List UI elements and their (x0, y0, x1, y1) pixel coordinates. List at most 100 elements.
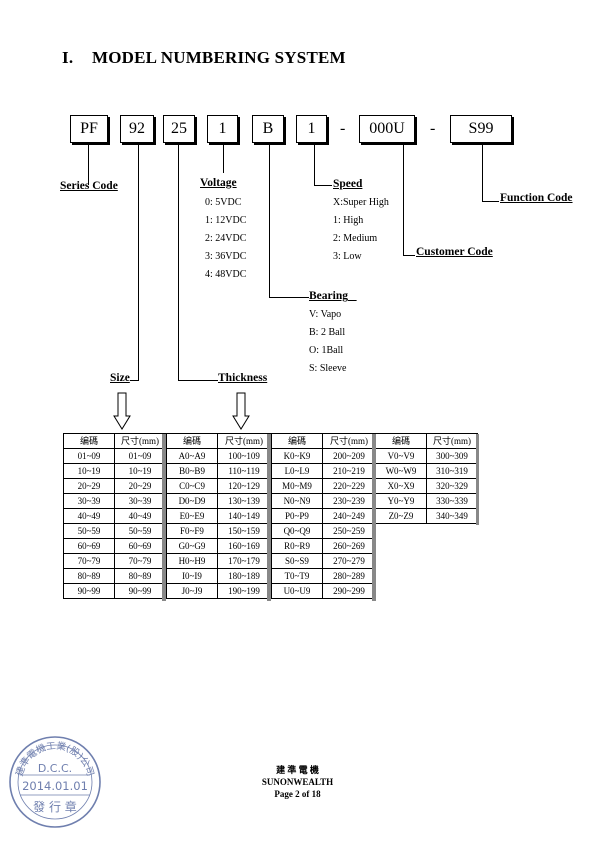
code-cell: M0~M9 (271, 478, 323, 494)
stamp-date: 2014.01.01 (22, 779, 88, 793)
table-3-shadow (372, 434, 376, 601)
voltage-option: 3: 36VDC (205, 251, 247, 262)
code-cell: N0~N9 (271, 493, 323, 509)
section-heading: I.MODEL NUMBERING SYSTEM (62, 48, 346, 68)
table-header-cell: 编碼 (271, 433, 323, 449)
code-cell: C0~C9 (166, 478, 218, 494)
code-cell: 10~19 (63, 463, 115, 479)
bearing-connector-h (269, 297, 309, 298)
model-part-bearing: B (252, 115, 284, 143)
size-cell: 160~169 (217, 538, 271, 554)
thickness-connector-v (178, 145, 179, 380)
size-cell: 240~249 (322, 508, 376, 524)
voltage-label: Voltage (200, 177, 237, 189)
speed-connector-v (314, 145, 315, 185)
footer-page-number: Page 2 of 18 (274, 789, 321, 799)
code-cell: W0~W9 (375, 463, 427, 479)
code-cell: L0~L9 (271, 463, 323, 479)
model-dash-1: - (340, 120, 346, 137)
size-cell: 300~309 (426, 448, 478, 464)
code-cell: 90~99 (63, 583, 115, 599)
table-1-shadow (162, 434, 166, 601)
customer-code-label: Customer Code (416, 246, 493, 258)
thickness-connector-h (178, 380, 218, 381)
size-connector-h (130, 380, 139, 381)
size-cell: 10~19 (114, 463, 166, 479)
size-cell: 80~89 (114, 568, 166, 584)
bearing-options: V: Vapo B: 2 Ball O: 1Ball S: Sleeve (309, 306, 347, 378)
code-cell: D0~D9 (166, 493, 218, 509)
code-cell: A0~A9 (166, 448, 218, 464)
code-cell: V0~V9 (375, 448, 427, 464)
size-cell: 310~319 (426, 463, 478, 479)
code-cell: 80~89 (63, 568, 115, 584)
size-cell: 01~09 (114, 448, 166, 464)
code-cell: 40~49 (63, 508, 115, 524)
model-dash-2: - (430, 120, 436, 137)
size-connector-v (138, 145, 139, 380)
code-cell: G0~G9 (166, 538, 218, 554)
model-part-customer: 000U (359, 115, 415, 143)
size-cell: 270~279 (322, 553, 376, 569)
bearing-option: S: Sleeve (309, 363, 347, 374)
size-cell: 220~229 (322, 478, 376, 494)
size-cell: 60~69 (114, 538, 166, 554)
size-cell: 70~79 (114, 553, 166, 569)
footer-company-en: SUNONWEALTH (261, 777, 334, 787)
table-header-cell: 尺寸(mm) (217, 433, 271, 449)
function-connector-h (482, 201, 499, 202)
section-number: I. (62, 48, 74, 67)
voltage-option: 2: 24VDC (205, 233, 247, 244)
bearing-option: O: 1Ball (309, 345, 344, 356)
code-cell: X0~X9 (375, 478, 427, 494)
size-cell: 120~129 (217, 478, 271, 494)
size-cell: 50~59 (114, 523, 166, 539)
code-cell: P0~P9 (271, 508, 323, 524)
issuance-stamp: 建準電機工業(股)公司 D.C.C. 2014.01.01 發 行 章 (9, 736, 101, 828)
code-cell: U0~U9 (271, 583, 323, 599)
table-header-cell: 编碼 (166, 433, 218, 449)
model-part-size: 92 (120, 115, 154, 143)
table-header-cell: 编碼 (63, 433, 115, 449)
voltage-options: 0: 5VDC 1: 12VDC 2: 24VDC 3: 36VDC 4: 48… (205, 194, 246, 284)
stamp-bottom-text: 發 行 章 (33, 799, 77, 814)
code-cell: R0~R9 (271, 538, 323, 554)
stamp-code: D.C.C. (38, 762, 72, 775)
table-2-shadow (267, 434, 271, 601)
customer-connector-v (403, 145, 404, 255)
code-cell: F0~F9 (166, 523, 218, 539)
size-cell: 40~49 (114, 508, 166, 524)
model-part-speed: 1 (296, 115, 327, 143)
size-cell: 210~219 (322, 463, 376, 479)
code-cell: I0~I9 (166, 568, 218, 584)
speed-option: 3: Low (333, 251, 362, 262)
size-down-arrow-icon (113, 392, 131, 430)
size-cell: 150~159 (217, 523, 271, 539)
voltage-connector (223, 145, 224, 173)
code-cell: E0~E9 (166, 508, 218, 524)
size-cell: 140~149 (217, 508, 271, 524)
code-cell: 01~09 (63, 448, 115, 464)
code-cell: Y0~Y9 (375, 493, 427, 509)
speed-options: X:Super High 1: High 2: Medium 3: Low (333, 194, 389, 266)
table-header-cell: 尺寸(mm) (114, 433, 166, 449)
size-cell: 110~119 (217, 463, 271, 479)
